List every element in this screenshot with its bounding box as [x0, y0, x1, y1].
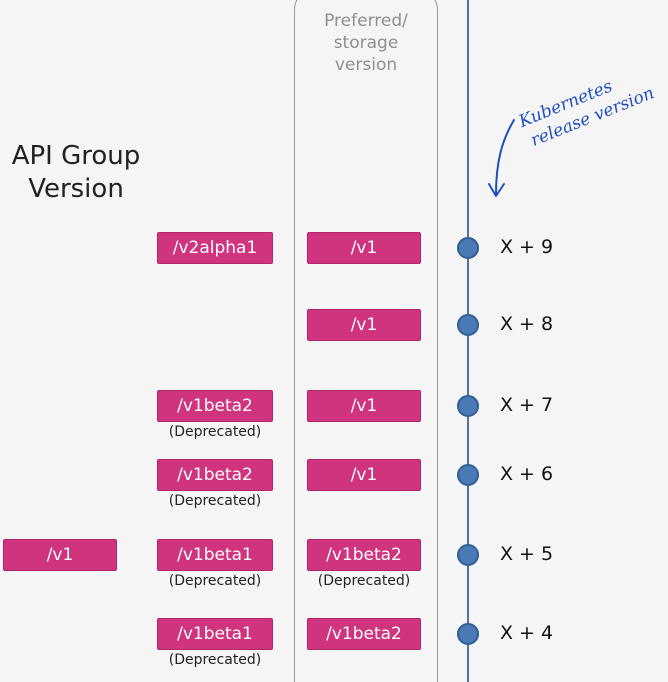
release-2-version-0-box: /v1beta2	[157, 390, 273, 422]
handwritten-annotation: Kubernetes release version	[488, 76, 657, 197]
annotation-arrow-head	[488, 183, 505, 197]
release-0-preferred-version-box: /v1	[307, 232, 421, 264]
release-5-preferred-version-box: /v1beta2	[307, 618, 421, 650]
release-3-version-0-box: /v1beta2	[157, 459, 273, 491]
release-5-label: X + 4	[500, 622, 554, 644]
release-4-timeline-dot	[457, 544, 479, 566]
release-0-timeline-dot	[457, 237, 479, 259]
release-4-preferred-version-box: /v1beta2	[307, 539, 421, 571]
release-4-version-1-deprecated-label: (Deprecated)	[168, 573, 262, 589]
preferred-version-column	[294, 0, 438, 682]
annotation-arrow-shaft	[495, 119, 515, 195]
release-1-label: X + 8	[500, 313, 554, 335]
release-4-version-1-box: /v1beta1	[157, 539, 273, 571]
release-2-preferred-version-box: /v1	[307, 390, 421, 422]
release-1-preferred-version-box: /v1	[307, 309, 421, 341]
release-2-timeline-dot	[457, 395, 479, 417]
release-4-label: X + 5	[500, 543, 554, 565]
release-3-timeline-dot	[457, 464, 479, 486]
timeline-axis	[467, 0, 469, 682]
release-0-label: X + 9	[500, 236, 554, 258]
release-2-version-0-deprecated-label: (Deprecated)	[168, 424, 262, 440]
release-2-label: X + 7	[500, 394, 554, 416]
release-5-version-0-deprecated-label: (Deprecated)	[168, 652, 262, 668]
release-5-version-0-box: /v1beta1	[157, 618, 273, 650]
release-3-version-0-deprecated-label: (Deprecated)	[168, 493, 262, 509]
release-4-version-0-box: /v1	[3, 539, 117, 571]
release-3-preferred-version-box: /v1	[307, 459, 421, 491]
release-0-version-0-box: /v2alpha1	[157, 232, 273, 264]
release-1-timeline-dot	[457, 314, 479, 336]
release-5-timeline-dot	[457, 623, 479, 645]
release-3-label: X + 6	[500, 463, 554, 485]
release-4-preferred-version-deprecated-label: (Deprecated)	[317, 573, 411, 589]
preferred-version-header: Preferred/ storage version	[324, 11, 408, 75]
api-group-version-title: API Group Version	[11, 141, 141, 204]
